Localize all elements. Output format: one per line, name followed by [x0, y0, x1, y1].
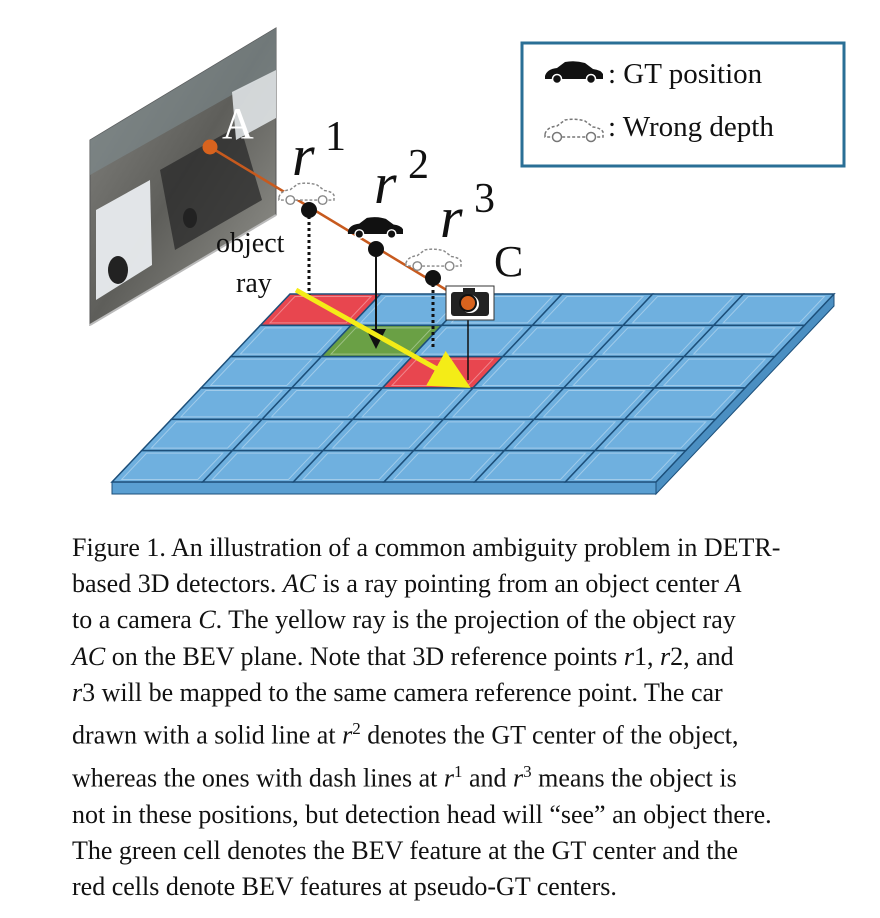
label-r2-sup: 2: [408, 142, 429, 188]
r2-point: [368, 241, 384, 257]
label-r2: r: [374, 151, 397, 216]
bev-cell-bevel: [331, 421, 435, 449]
car-outline-icon: [278, 182, 335, 206]
bev-cell-bevel: [270, 390, 374, 418]
label-ray: ray: [236, 268, 272, 299]
bev-cell-bevel: [662, 358, 767, 386]
bev-cell-bevel: [150, 421, 254, 449]
object-ray: [209, 145, 469, 305]
figure-illustration: : GT position : Wrong depth: [89, 27, 846, 496]
bev-cell-bevel: [268, 296, 373, 324]
bev-cell-bevel: [540, 296, 645, 324]
bev-cell-bevel: [359, 296, 463, 324]
bev-cell-bevel: [483, 452, 587, 480]
bev-cell-bevel: [511, 327, 615, 355]
caption-line: whereas the ones with dash lines at r1 a…: [72, 761, 737, 793]
figure-caption: Figure 1. An illustration of a common am…: [72, 530, 862, 905]
legend-wrong-label: : Wrong depth: [608, 111, 774, 143]
bev-cell-bevel: [179, 390, 284, 418]
bev-cell-bevel: [301, 452, 406, 480]
car-solid-icon: [347, 217, 403, 240]
bev-cell-bevel: [573, 452, 678, 480]
legend: : GT position : Wrong depth: [520, 41, 846, 168]
bev-cell: [563, 449, 688, 483]
grid-front-face: [111, 481, 657, 495]
bev-cell-bevel: [361, 390, 465, 418]
bev-cell-bevel: [392, 452, 496, 480]
bev-cell-bevel: [512, 421, 617, 449]
bev-cell-bevel: [240, 421, 345, 449]
car-outline-icon: [405, 248, 462, 272]
label-r3-sup: 3: [474, 176, 495, 222]
bev-cell-bevel: [542, 390, 646, 418]
caption-line: to a camera C. The yellow ray is the pro…: [72, 605, 736, 635]
bev-cell-bevel: [481, 358, 585, 386]
label-object: object: [216, 228, 285, 259]
bev-grid: [110, 292, 836, 496]
bev-cell-bevel: [300, 358, 404, 386]
car-outline-icon: [544, 118, 604, 143]
caption-line: not in these positions, but detection he…: [72, 799, 772, 829]
bev-cell-bevel: [631, 296, 735, 324]
bev-cell-bevel: [572, 358, 676, 386]
bev-cell-bevel: [633, 390, 737, 418]
caption-line: The green cell denotes the BEV feature a…: [72, 835, 739, 865]
label-c: C: [494, 237, 523, 286]
bev-cell-bevel: [239, 327, 343, 355]
caption-line: Figure 1. An illustration of a common am…: [72, 533, 781, 562]
point-a-marker: [202, 139, 218, 155]
bev-cell-bevel: [722, 296, 826, 324]
caption-line: r3 will be mapped to the same camera ref…: [72, 677, 723, 707]
caption-line: drawn with a solid line at r2 denotes th…: [72, 719, 739, 750]
bev-cell-bevel: [120, 452, 224, 480]
r1-point: [301, 202, 317, 218]
label-r3: r: [440, 185, 463, 250]
car-solid-icon: [545, 61, 603, 85]
label-a: A: [222, 99, 254, 148]
bev-cell-bevel: [692, 327, 796, 355]
bev-cell-bevel: [211, 452, 315, 480]
caption-line: AC on the BEV plane. Note that 3D refere…: [72, 641, 734, 671]
bev-cell-bevel: [451, 390, 556, 418]
label-r1-sup: 1: [325, 114, 346, 160]
image-plane: [89, 27, 277, 326]
label-r1: r: [292, 123, 315, 188]
bev-cell-bevel: [209, 358, 313, 386]
bev-cell-bevel: [601, 327, 706, 355]
caption-line: red cells denote BEV features at pseudo-…: [72, 872, 617, 902]
point-c-marker: [459, 294, 477, 312]
bev-cell-bevel: [422, 421, 526, 449]
yellow-projection-ray: [294, 287, 471, 388]
legend-gt-label: : GT position: [608, 58, 763, 90]
bev-cell-bevel: [420, 327, 524, 355]
bev-cell-bevel: [603, 421, 707, 449]
r3-point: [425, 270, 441, 286]
caption-line: based 3D detectors. AC is a ray pointing…: [72, 569, 742, 599]
